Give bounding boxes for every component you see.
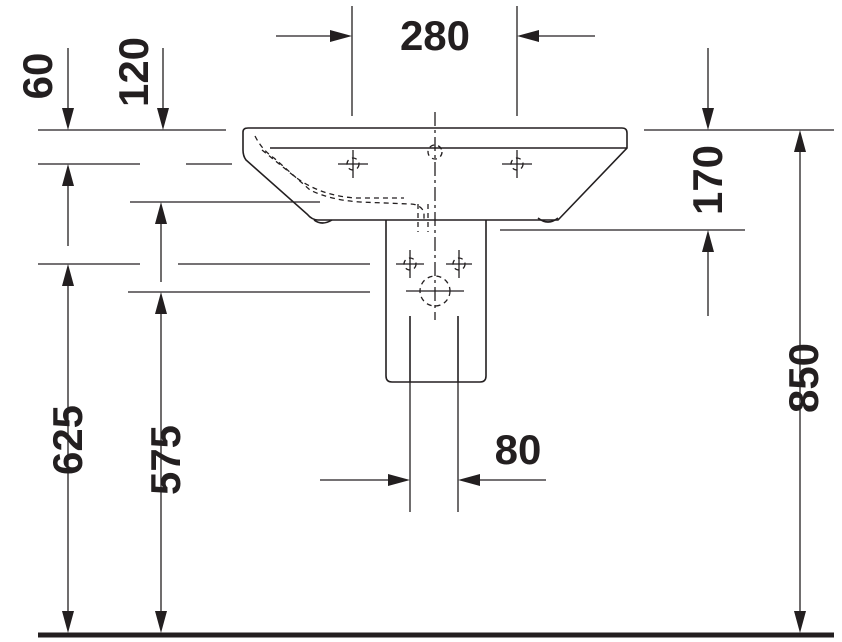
dim-label-120: 120 xyxy=(110,37,157,107)
dim-120-arrow-up xyxy=(155,202,167,224)
washbasin xyxy=(242,127,628,232)
dim-575-arrow-top xyxy=(155,292,167,314)
bowl-hidden-contour xyxy=(254,135,425,222)
basin-foot-right xyxy=(537,217,559,223)
dim-120-arrow-down xyxy=(157,108,169,130)
tap-hole-right-mark xyxy=(502,150,532,178)
bowl-hidden-contour-inner xyxy=(261,149,404,199)
dim-label-850: 850 xyxy=(780,343,827,413)
dimension-lines xyxy=(62,30,806,633)
tap-hole-marks xyxy=(338,144,532,292)
dim-575-arrow-bottom xyxy=(155,611,167,633)
tap-hole-left-mark xyxy=(338,150,368,178)
tap-hole-centre-circle xyxy=(427,144,443,160)
dim-280-right-arrow xyxy=(517,30,539,42)
dim-60-arrow-up xyxy=(62,164,74,186)
dim-850-arrow-bottom xyxy=(794,611,806,633)
pedestal-outline xyxy=(385,220,487,383)
dim-label-60: 60 xyxy=(14,53,61,100)
basin-foot-left xyxy=(313,219,333,224)
dim-label-625: 625 xyxy=(44,405,91,475)
dimension-labels: 280 60 120 170 625 575 850 80 xyxy=(14,12,827,495)
pedestal xyxy=(385,220,487,383)
centre-lines xyxy=(409,112,459,512)
dim-label-280: 280 xyxy=(400,12,470,59)
dim-60-arrow-down xyxy=(62,108,74,130)
dim-280-left-arrow xyxy=(330,30,352,42)
waste-pipe-hidden xyxy=(417,204,429,232)
dim-625-arrow-top xyxy=(62,264,74,286)
dim-label-170: 170 xyxy=(684,145,731,215)
dim-625-arrow-bottom xyxy=(62,611,74,633)
dim-170-arrow-down xyxy=(702,108,714,130)
dim-850-arrow-top xyxy=(794,130,806,152)
dim-80-left-arrow xyxy=(388,474,410,486)
dim-label-80: 80 xyxy=(495,426,542,473)
basin-outline xyxy=(242,127,628,221)
fixing-mark-right xyxy=(446,250,472,278)
dim-80-right-arrow xyxy=(458,474,480,486)
dim-170-arrow-up xyxy=(702,230,714,252)
fixing-mark-left xyxy=(396,250,424,278)
extension-lines xyxy=(38,6,834,293)
dim-label-575: 575 xyxy=(142,425,189,495)
